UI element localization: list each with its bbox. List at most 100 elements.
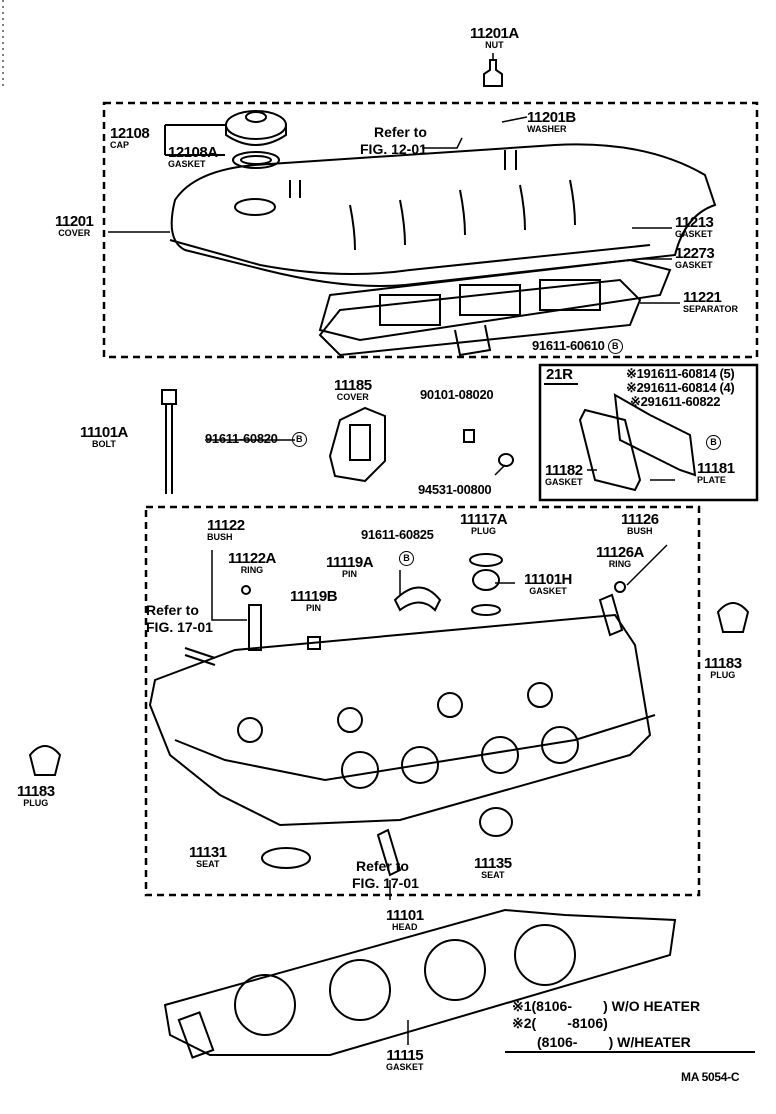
part-number: 11221 <box>683 289 722 306</box>
applicability-note: ※2( -8106) <box>512 1015 608 1031</box>
part-number: 11126 <box>621 511 659 528</box>
part-number: 11115 <box>386 1047 424 1064</box>
bolt-marker-icon: B <box>607 339 623 355</box>
part-name: BUSH <box>627 526 653 536</box>
part-name: RING <box>608 559 632 569</box>
part-name: PIN <box>306 603 322 613</box>
part-name: COVER <box>58 228 91 238</box>
head-gasket-shape <box>163 908 677 1056</box>
part-number: 11122 <box>207 517 245 534</box>
part-number: 11101H <box>524 571 572 588</box>
cylinder-head-shape <box>148 613 652 827</box>
part-number: 11185 <box>334 377 372 394</box>
part-name: SEAT <box>481 870 505 880</box>
part-number: 11101 <box>386 907 424 924</box>
21r-box <box>538 363 759 502</box>
part-number: 12108 <box>110 125 150 142</box>
part-name: PIN <box>342 569 358 579</box>
part-number: 11201B <box>527 109 576 126</box>
part-number: 11135 <box>474 855 512 872</box>
part-number: 11201A <box>470 25 519 42</box>
valve-cover-shape <box>170 143 717 287</box>
part-number: 11183 <box>704 655 742 672</box>
diagram-code: MA 5054-C <box>681 1070 740 1084</box>
part-number: 11119B <box>290 588 338 605</box>
part-number: 11181 <box>697 460 735 477</box>
part-name: RING <box>240 565 264 575</box>
applicability-note: ※1(8106- ) W/O HEATER <box>512 998 701 1014</box>
part-number: 11101A <box>80 424 128 441</box>
bolt-part-number: 91611-60825 <box>361 527 434 542</box>
part-name: PLUG <box>471 526 497 536</box>
part-name: PLATE <box>697 475 726 485</box>
21r-bolt: ※291611-60814 (4) <box>626 380 735 395</box>
part-number: 11122A <box>228 550 276 567</box>
part-name: GASKET <box>168 159 206 169</box>
part-name: HEAD <box>392 922 418 932</box>
part-number: 11182 <box>545 462 583 479</box>
part-name: SEPARATOR <box>683 304 739 314</box>
part-name: WASHER <box>527 124 567 134</box>
part-name: GASKET <box>545 477 583 487</box>
part-name: GASKET <box>529 586 567 596</box>
cover-group-box <box>102 101 759 359</box>
part-name: SEAT <box>196 859 220 869</box>
part-name: GASKET <box>675 260 713 270</box>
21r-title: 21R <box>546 366 573 383</box>
part-name: NUT <box>485 40 504 50</box>
part-name: PLUG <box>710 670 736 680</box>
head-group-box <box>144 505 701 897</box>
part-name: COVER <box>336 392 369 402</box>
part-number: 11131 <box>189 844 227 861</box>
bolt-part-number: 90101-08020 <box>420 387 494 402</box>
part-number: 11117A <box>460 511 508 528</box>
part-name: BUSH <box>207 532 233 542</box>
part-number: 12108A <box>168 144 218 161</box>
21r-bolt: ※291611-60822 <box>630 394 721 409</box>
21r-bolt: ※191611-60814 (5) <box>626 366 735 381</box>
bolt-marker-icon: B <box>291 432 307 448</box>
applicability-note: (8106- ) W/HEATER <box>537 1034 691 1050</box>
part-number: 11119A <box>326 554 374 571</box>
bolt-marker-icon: B <box>399 551 414 566</box>
part-name: GASKET <box>675 229 713 239</box>
part-number: 11126A <box>596 544 644 561</box>
part-number: 12273 <box>675 245 715 262</box>
part-name: GASKET <box>386 1062 424 1072</box>
part-name: BOLT <box>92 439 116 449</box>
part-number: 11213 <box>675 214 714 231</box>
bolt-marker-icon: B <box>706 435 721 450</box>
part-name: PLUG <box>23 798 49 808</box>
part-number: 11183 <box>17 783 55 800</box>
